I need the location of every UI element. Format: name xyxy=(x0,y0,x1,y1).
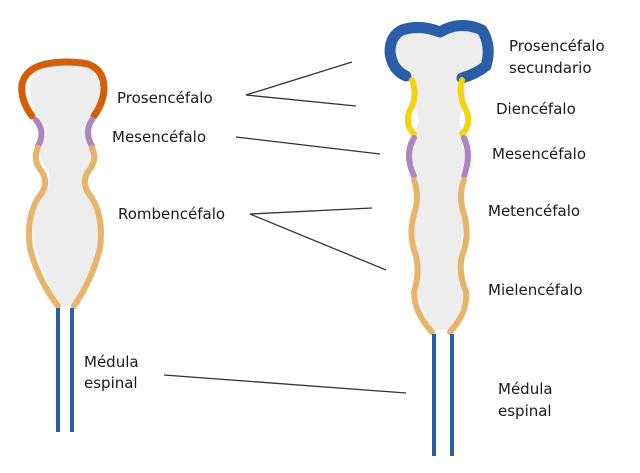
label-secondary-prosencephalon-line2: secundario xyxy=(509,59,592,77)
leader-prosencephalon-upper xyxy=(245,61,353,96)
right-secondary-prosencephalon-segment xyxy=(384,20,494,84)
label-secondary-prosencephalon-line1: Prosencéfalo xyxy=(509,37,605,55)
label-diencephalon: Diencéfalo xyxy=(496,100,576,118)
left-prosencephalon-segment xyxy=(18,58,108,120)
left-tube-fill xyxy=(30,60,104,306)
left-labels: Prosencéfalo Mesencéfalo Rombencéfalo Mé… xyxy=(84,89,225,392)
right-metencephalon-myelencephalon-segment-right xyxy=(447,177,470,335)
label-spinal-cord-left-line2: espinal xyxy=(84,374,138,392)
leader-rhombencephalon-upper xyxy=(249,207,373,215)
left-mesencephalon-segment-left xyxy=(33,117,45,149)
leader-prosencephalon-lower xyxy=(245,94,357,107)
label-spinal-cord-left-line1: Médula xyxy=(84,353,139,371)
leader-mesencephalon xyxy=(235,136,381,155)
label-mesencephalon-left: Mesencéfalo xyxy=(112,128,206,146)
leader-spinal-cord xyxy=(163,374,407,394)
label-metencephalon: Metencéfalo xyxy=(488,202,580,220)
right-diencephalon-segment-right xyxy=(457,77,472,137)
label-rhombencephalon: Rombencéfalo xyxy=(118,205,225,223)
five-vesicle-stage xyxy=(384,20,494,456)
right-mesencephalon-segment-right xyxy=(461,135,471,179)
left-mesencephalon-segment-right xyxy=(85,117,95,149)
left-rhombencephalon-segment-right xyxy=(71,145,104,309)
leader-rhombencephalon-lower xyxy=(249,213,387,271)
right-mesencephalon-segment-left xyxy=(406,135,417,179)
three-vesicle-stage xyxy=(18,58,108,432)
label-myelencephalon: Mielencéfalo xyxy=(488,281,583,299)
label-spinal-cord-right-line1: Médula xyxy=(498,380,553,398)
label-mesencephalon-right: Mesencéfalo xyxy=(492,145,586,163)
right-metencephalon-myelencephalon-segment-left xyxy=(408,177,435,335)
label-prosencephalon: Prosencéfalo xyxy=(117,89,213,107)
left-rhombencephalon-segment-left xyxy=(26,145,61,309)
right-diencephalon-segment-left xyxy=(404,77,418,137)
label-spinal-cord-right-line2: espinal xyxy=(498,402,552,420)
right-labels: Prosencéfalo secundario Diencéfalo Mesen… xyxy=(488,37,605,420)
leader-lines xyxy=(163,61,407,394)
